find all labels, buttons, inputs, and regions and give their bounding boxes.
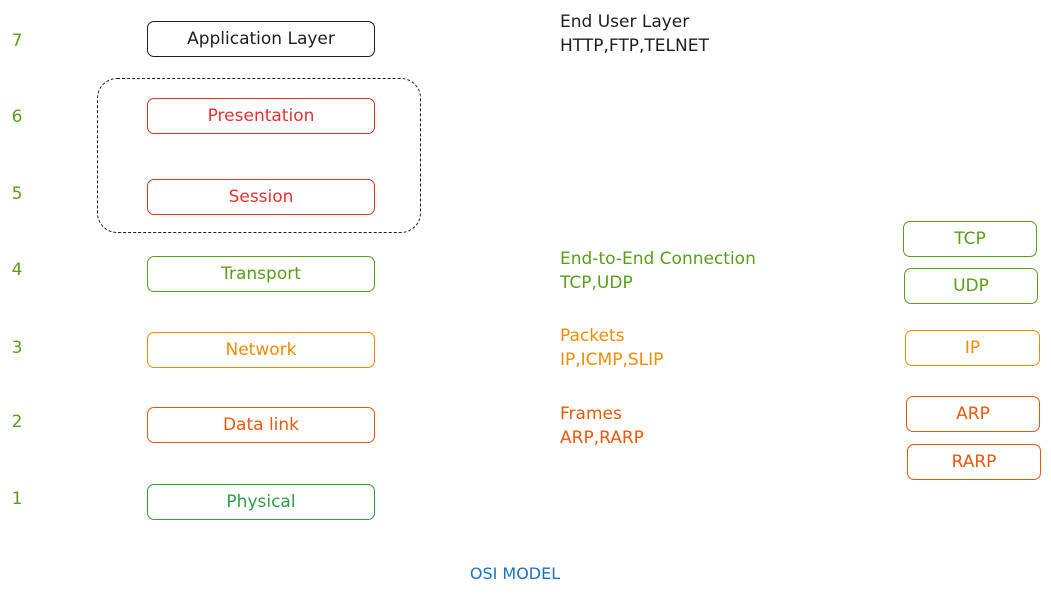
layer-number-3: 3 [11, 338, 23, 358]
layer-transport: Transport [147, 256, 375, 292]
description-title: Frames [560, 404, 622, 424]
description-network: Packets IP,ICMP,SLIP [560, 324, 663, 372]
description-transport: End-to-End Connection TCP,UDP [560, 247, 756, 295]
layer-number-2: 2 [11, 412, 23, 432]
protocol-arp: ARP [906, 396, 1040, 432]
description-title: End-to-End Connection [560, 249, 756, 269]
description-title: Packets [560, 326, 625, 346]
description-protocols: HTTP,FTP,TELNET [560, 36, 709, 56]
layer-presentation: Presentation [147, 98, 375, 134]
protocol-rarp: RARP [907, 444, 1041, 480]
protocol-tcp: TCP [903, 221, 1037, 257]
layer-number-1: 1 [11, 489, 23, 509]
description-data-link: Frames ARP,RARP [560, 402, 644, 450]
layer-data-link: Data link [147, 407, 375, 443]
protocol-ip: IP [905, 330, 1040, 366]
description-protocols: ARP,RARP [560, 428, 644, 448]
presentation-session-group [97, 78, 421, 233]
description-protocols: IP,ICMP,SLIP [560, 350, 664, 370]
description-application: End User Layer HTTP,FTP,TELNET [560, 10, 709, 58]
layer-session: Session [147, 179, 375, 215]
layer-number-7: 7 [11, 31, 23, 51]
layer-network: Network [147, 332, 375, 368]
description-title: End User Layer [560, 12, 690, 32]
diagram-title: OSI MODEL [469, 564, 561, 583]
protocol-udp: UDP [904, 268, 1038, 304]
layer-physical: Physical [147, 484, 375, 520]
layer-number-4: 4 [11, 260, 23, 280]
layer-number-6: 6 [11, 107, 23, 127]
layer-application: Application Layer [147, 21, 375, 57]
layer-number-5: 5 [11, 184, 23, 204]
description-protocols: TCP,UDP [560, 273, 633, 293]
